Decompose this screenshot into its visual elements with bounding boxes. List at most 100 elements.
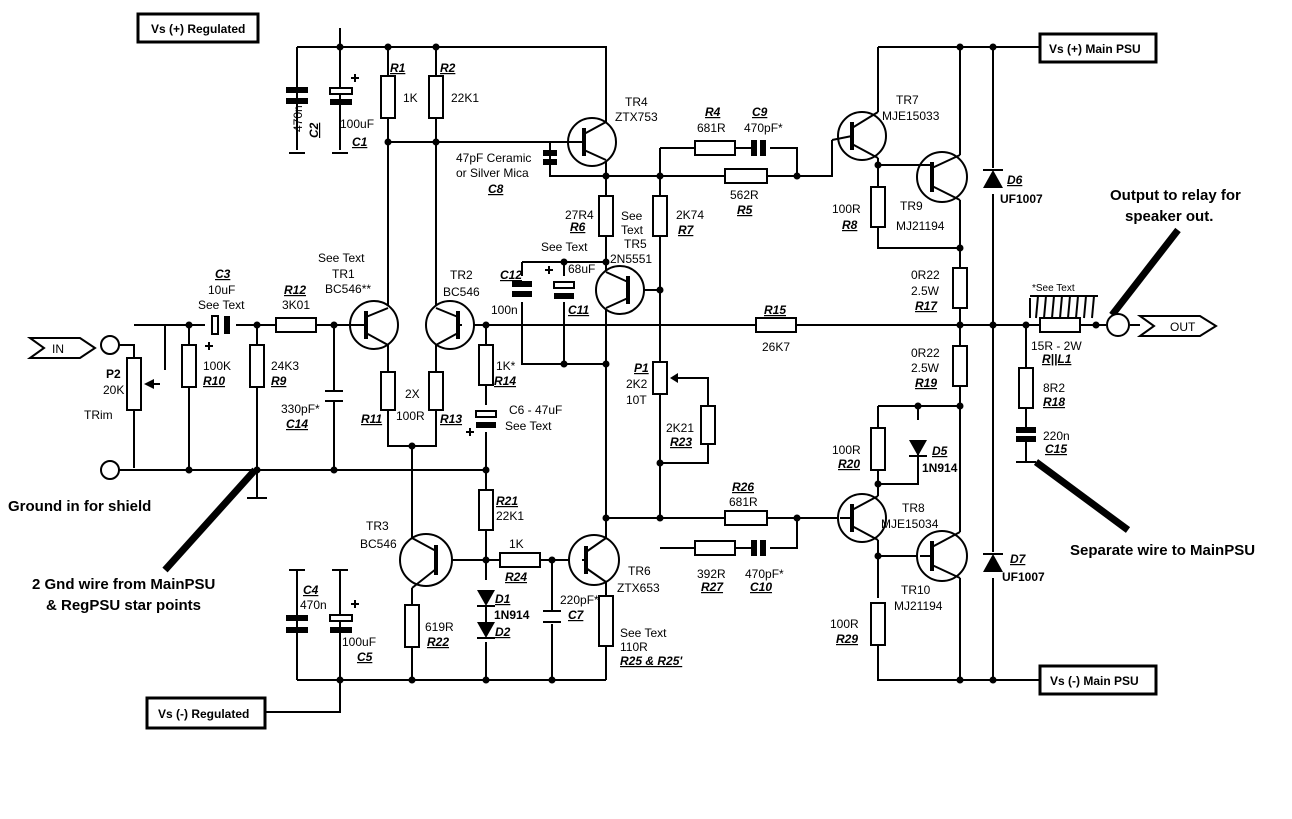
- svg-text:D1: D1: [495, 592, 511, 606]
- svg-text:See: See: [621, 209, 643, 223]
- svg-text:See Text: See Text: [505, 419, 552, 433]
- R20-body: [870, 427, 886, 471]
- svg-text:MJ21194: MJ21194: [894, 599, 943, 613]
- R23-body: [700, 405, 716, 445]
- svg-text:BC546: BC546: [360, 537, 397, 551]
- svg-text:47pF Ceramic: 47pF Ceramic: [456, 151, 531, 165]
- out-arrow: [1136, 315, 1218, 337]
- svg-text:TR6: TR6: [628, 564, 651, 578]
- svg-text:R18: R18: [1043, 395, 1065, 409]
- transistors: [349, 111, 968, 589]
- svg-text:100R: 100R: [830, 617, 859, 631]
- svg-text:TR5: TR5: [624, 237, 647, 251]
- svg-text:R7: R7: [678, 223, 695, 237]
- R25-body: [598, 595, 614, 647]
- svg-text:C1: C1: [352, 135, 368, 149]
- ground-in-note: Ground in for shield: [8, 498, 151, 515]
- svg-text:R17: R17: [915, 299, 938, 313]
- svg-text:681R: 681R: [697, 121, 726, 135]
- svg-text:C14: C14: [286, 417, 308, 431]
- R12-body: [275, 317, 317, 333]
- out-label: OUT: [1170, 320, 1196, 334]
- svg-text:TR1: TR1: [332, 267, 355, 281]
- svg-text:See Text: See Text: [541, 240, 588, 254]
- svg-text:C6 - 47uF: C6 - 47uF: [509, 403, 562, 417]
- R19-body: [952, 345, 968, 387]
- svg-text:24K3: 24K3: [271, 359, 299, 373]
- svg-text:TR8: TR8: [902, 501, 925, 515]
- separate-wire-note: Separate wire to MainPSU: [1070, 542, 1255, 559]
- svg-text:2K21: 2K21: [666, 421, 694, 435]
- R18-body: [1018, 367, 1034, 409]
- resistors: [126, 75, 1081, 648]
- svg-text:100R: 100R: [396, 409, 425, 423]
- svg-text:619R: 619R: [425, 620, 454, 634]
- svg-text:C7: C7: [568, 608, 585, 622]
- svg-text:C3: C3: [215, 267, 231, 281]
- svg-text:470pF*: 470pF*: [744, 121, 783, 135]
- svg-text:100n: 100n: [491, 303, 518, 317]
- svg-text:R14: R14: [494, 374, 516, 388]
- in-label: IN: [52, 342, 64, 356]
- svg-text:See Text: See Text: [620, 626, 667, 640]
- D1-symbol: [477, 590, 495, 606]
- P2-body: [126, 357, 142, 411]
- svg-text:C9: C9: [752, 105, 768, 119]
- in-arrow: [26, 337, 97, 359]
- vs-pos-reg-label: Vs (+) Regulated: [151, 22, 245, 36]
- svg-text:R26: R26: [732, 480, 754, 494]
- svg-text:P2: P2: [106, 367, 121, 381]
- R10-body: [181, 344, 197, 388]
- svg-text:C12: C12: [500, 268, 522, 282]
- L1-coil: [1029, 295, 1098, 319]
- svg-text:22K1: 22K1: [451, 91, 479, 105]
- R15-body: [755, 317, 797, 333]
- R8-body: [870, 186, 886, 228]
- svg-text:TR7: TR7: [896, 93, 919, 107]
- D6-symbol: [983, 170, 1003, 188]
- output-relay-note-2: speaker out.: [1125, 208, 1213, 225]
- D2-symbol: [477, 622, 495, 638]
- svg-text:2K2: 2K2: [626, 377, 648, 391]
- svg-text:R9: R9: [271, 374, 287, 388]
- svg-text:68uF: 68uF: [568, 262, 595, 276]
- svg-text:R21: R21: [496, 494, 518, 508]
- R13-body: [428, 371, 444, 411]
- R11-body: [380, 371, 396, 411]
- svg-text:ZTX653: ZTX653: [617, 581, 660, 595]
- svg-text:R12: R12: [284, 283, 306, 297]
- svg-text:681R: 681R: [729, 495, 758, 509]
- supply-boxes: [136, 12, 1158, 730]
- R2-body: [428, 75, 444, 119]
- svg-text:BC546**: BC546**: [325, 282, 371, 296]
- svg-text:1K: 1K: [509, 537, 524, 551]
- svg-text:10T: 10T: [626, 393, 647, 407]
- svg-text:R2: R2: [440, 61, 456, 75]
- svg-text:R22: R22: [427, 635, 449, 649]
- svg-text:D6: D6: [1007, 173, 1023, 187]
- svg-text:C8: C8: [488, 182, 504, 196]
- output-relay-note-1: Output to relay for: [1110, 187, 1241, 204]
- diodes: [477, 169, 1003, 639]
- capacitors: [205, 74, 1036, 633]
- svg-text:10uF: 10uF: [208, 283, 235, 297]
- svg-text:R||L1: R||L1: [1042, 352, 1072, 366]
- R7-body: [652, 195, 668, 237]
- svg-text:UF1007: UF1007: [1000, 192, 1043, 206]
- svg-text:2K74: 2K74: [676, 208, 704, 222]
- svg-text:ZTX753: ZTX753: [615, 110, 658, 124]
- L1-body: [1039, 317, 1081, 333]
- svg-text:R15: R15: [764, 303, 786, 317]
- svg-text:C11: C11: [568, 303, 589, 317]
- input-terminal: [100, 335, 120, 355]
- svg-text:8R2: 8R2: [1043, 381, 1065, 395]
- svg-text:R25 & R25': R25 & R25': [620, 654, 683, 668]
- svg-text:D7: D7: [1010, 552, 1027, 566]
- svg-text:Text: Text: [621, 223, 644, 237]
- svg-text:P1: P1: [634, 361, 649, 375]
- svg-text:15R - 2W: 15R - 2W: [1031, 339, 1082, 353]
- svg-text:TR10: TR10: [901, 583, 931, 597]
- thick-ground-lines: [162, 227, 1181, 573]
- svg-text:330pF*: 330pF*: [281, 402, 320, 416]
